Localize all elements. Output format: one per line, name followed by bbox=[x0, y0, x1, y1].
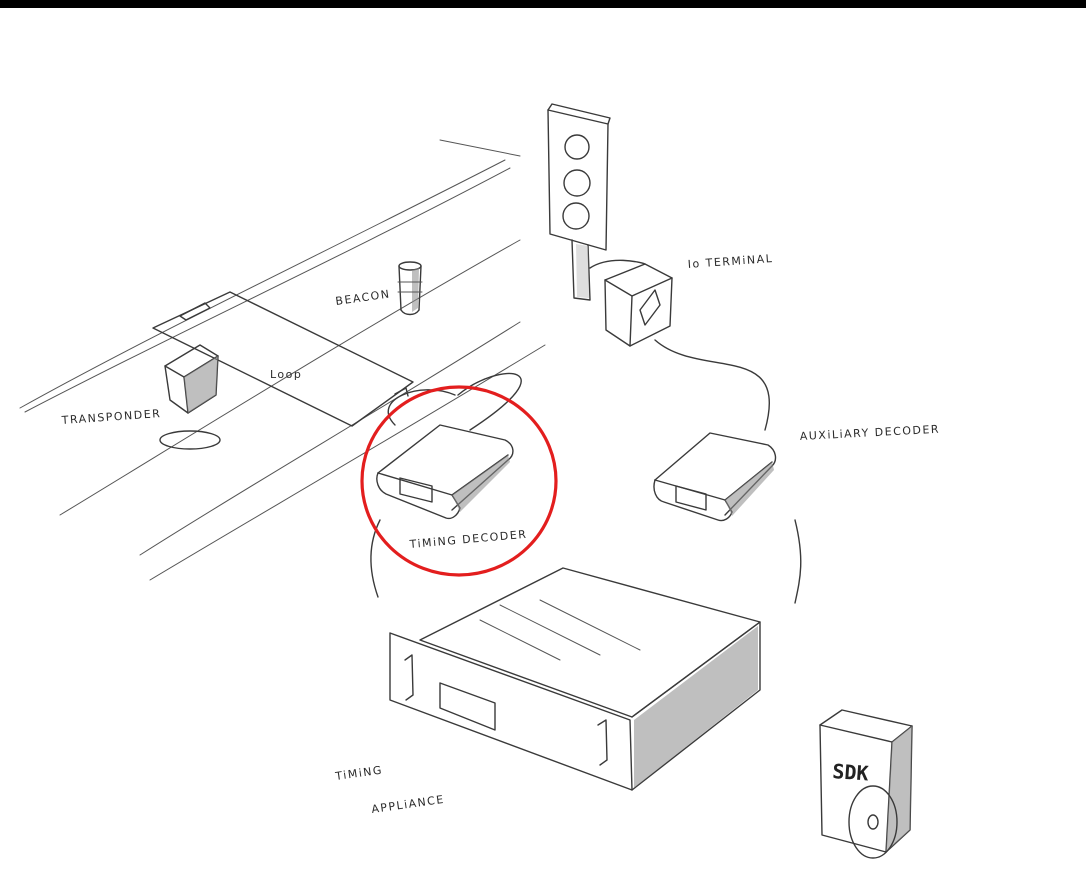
traffic-light bbox=[548, 104, 610, 300]
loop-label: Loop bbox=[270, 368, 302, 381]
beacon-label: BEACON bbox=[335, 287, 392, 308]
transponder-label: TRANSPONDER bbox=[60, 407, 161, 427]
timing-decoder-label: TiMiNG DECODER bbox=[408, 528, 528, 551]
timing-decoder: TiMiNG DECODER bbox=[377, 425, 528, 551]
auxiliary-decoder: AUXiLiARY DECODER bbox=[654, 423, 940, 521]
io-terminal-label: Io TERMiNAL bbox=[687, 252, 773, 271]
highlight-circle bbox=[362, 387, 556, 575]
timing-appliance: TiMiNG APPLiANCE bbox=[334, 568, 760, 816]
beacon: BEACON bbox=[335, 262, 422, 315]
auxiliary-decoder-label: AUXiLiARY DECODER bbox=[799, 423, 940, 443]
transponder: TRANSPONDER bbox=[60, 345, 220, 449]
timing-appliance-label-line2: APPLiANCE bbox=[371, 793, 446, 816]
road bbox=[20, 140, 545, 580]
cables bbox=[371, 340, 801, 603]
timing-appliance-label-line1: TiMiNG bbox=[334, 763, 384, 783]
sdk-package: SDK bbox=[820, 710, 912, 858]
io-terminal: Io TERMiNAL bbox=[590, 252, 774, 346]
sdk-label: SDK bbox=[832, 759, 870, 785]
